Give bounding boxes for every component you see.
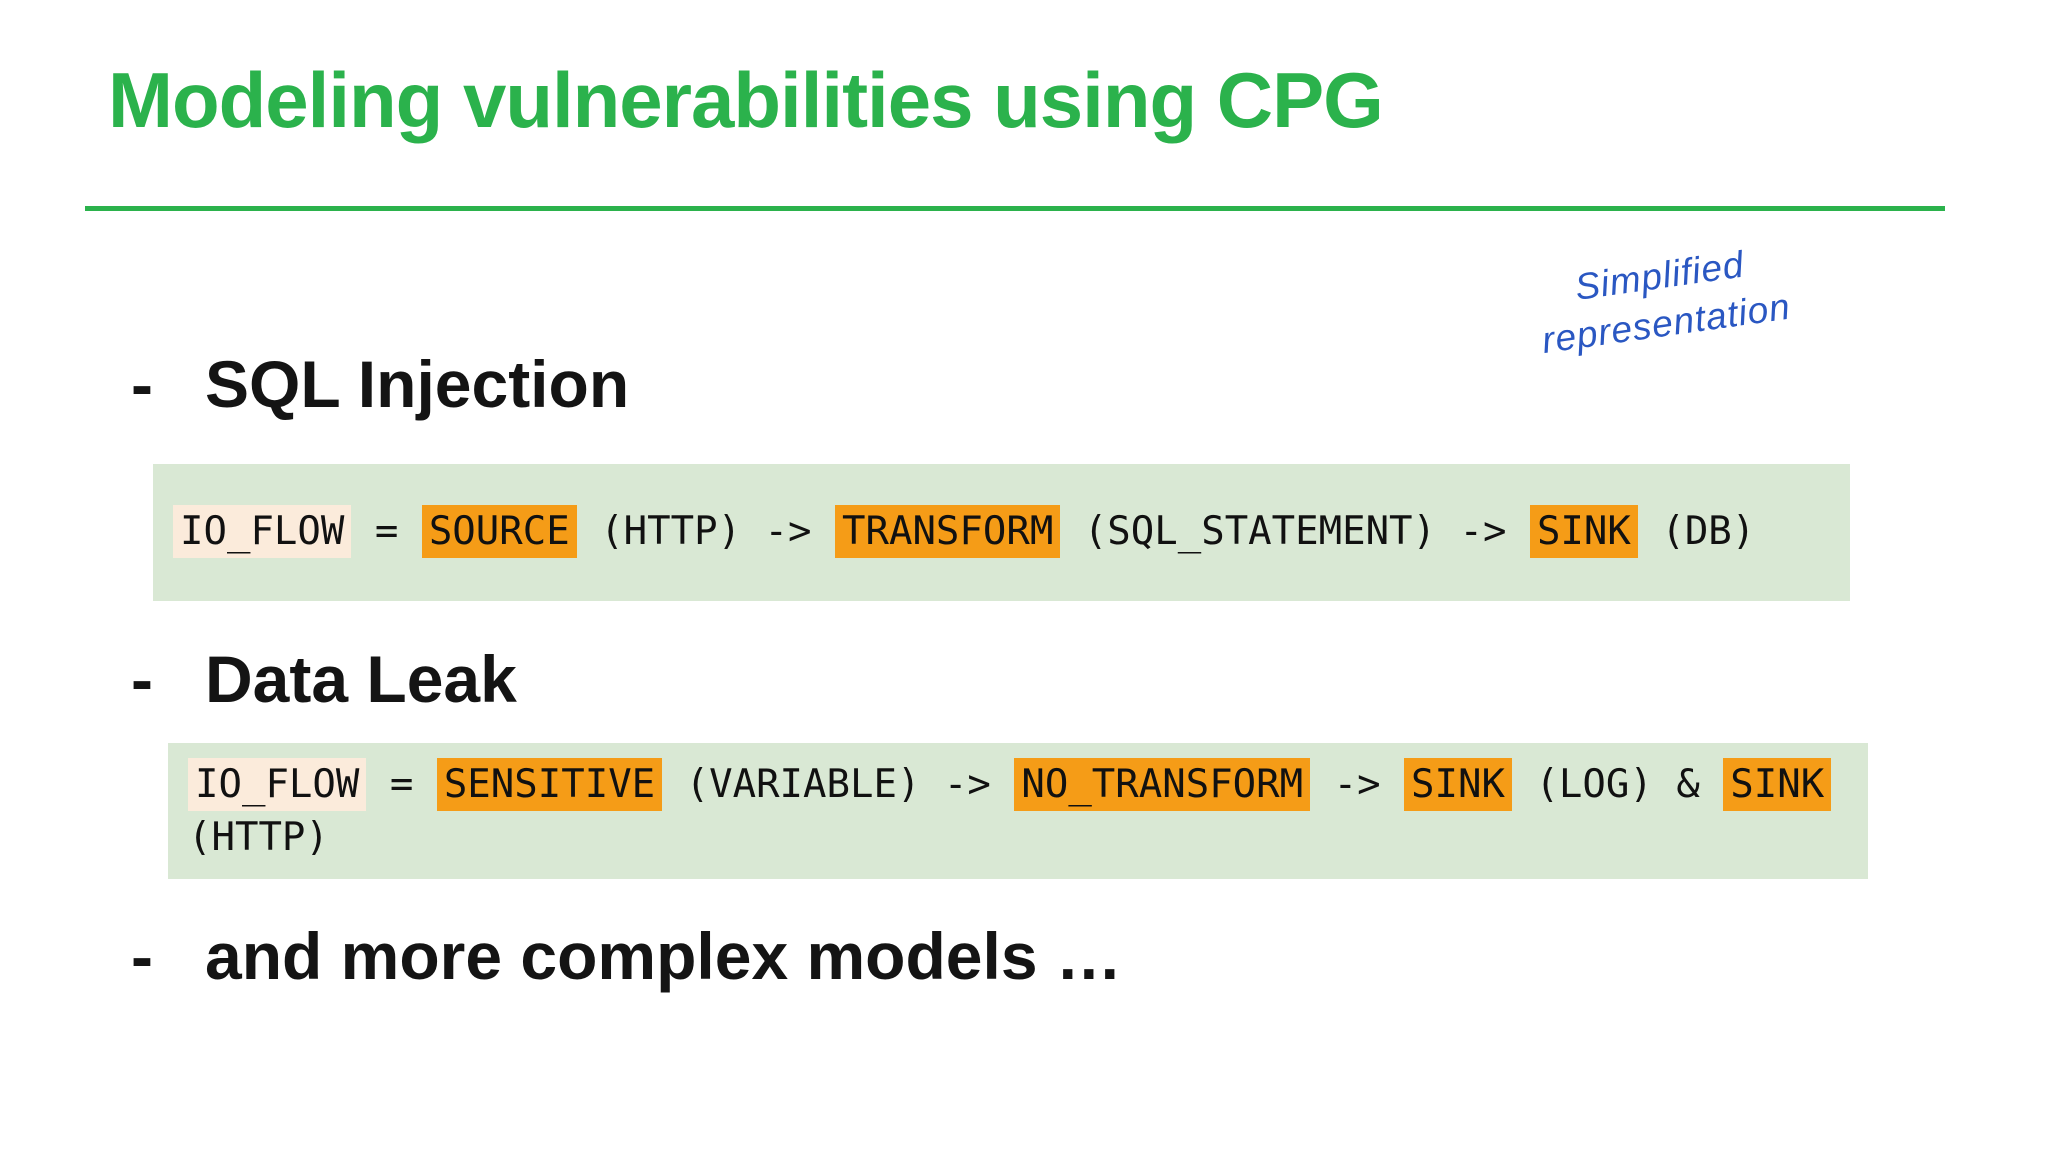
bullet-more-complex-models: - and more complex models …: [131, 920, 1122, 993]
code-highlight-orange: TRANSFORM: [835, 505, 1061, 558]
code-highlight-orange: SINK: [1529, 505, 1638, 558]
bullet-heading-more-complex-models: and more complex models …: [204, 919, 1122, 993]
bullet-dash: -: [131, 347, 153, 421]
bullet-data-leak: - Data Leak: [131, 643, 517, 716]
code-block-data-leak: IO_FLOW = SENSITIVE (VARIABLE) -> NO_TRA…: [168, 743, 1868, 879]
code-highlight-orange: SOURCE: [421, 505, 577, 558]
code-highlight-cream: IO_FLOW: [188, 758, 367, 811]
bullet-dash: -: [131, 919, 153, 993]
bullet-sql-injection: - SQL Injection: [131, 348, 629, 421]
code-text: ->: [1310, 762, 1405, 807]
code-text: =: [351, 509, 422, 554]
bullet-heading-sql-injection: SQL Injection: [204, 347, 630, 421]
code-text: (VARIABLE) ->: [662, 762, 1015, 807]
bullet-dash: -: [131, 642, 153, 716]
code-highlight-cream: IO_FLOW: [173, 505, 352, 558]
code-highlight-orange: SINK: [1404, 758, 1512, 811]
title-underline: [85, 206, 1945, 211]
slide-title: Modeling vulnerabilities using CPG: [108, 56, 1384, 144]
code-highlight-orange: NO_TRANSFORM: [1014, 758, 1311, 811]
code-line: IO_FLOW = SENSITIVE (VARIABLE) -> NO_TRA…: [188, 758, 1848, 811]
code-text: (SQL_STATEMENT) ->: [1060, 509, 1530, 554]
code-highlight-orange: SINK: [1723, 758, 1832, 811]
handwritten-annotation: Simplified representation: [1473, 227, 1853, 374]
code-text: (HTTP) ->: [576, 509, 835, 554]
bullet-heading-data-leak: Data Leak: [204, 642, 517, 716]
code-text: =: [366, 762, 437, 807]
code-text: (HTTP): [188, 815, 329, 860]
code-line: (HTTP): [188, 811, 1848, 864]
code-line: IO_FLOW = SOURCE (HTTP) -> TRANSFORM (SQ…: [173, 505, 1830, 558]
code-text: (LOG) &: [1511, 762, 1724, 807]
code-highlight-orange: SENSITIVE: [436, 758, 663, 811]
code-block-sql-injection: IO_FLOW = SOURCE (HTTP) -> TRANSFORM (SQ…: [153, 464, 1850, 601]
code-text: (DB): [1637, 509, 1756, 554]
